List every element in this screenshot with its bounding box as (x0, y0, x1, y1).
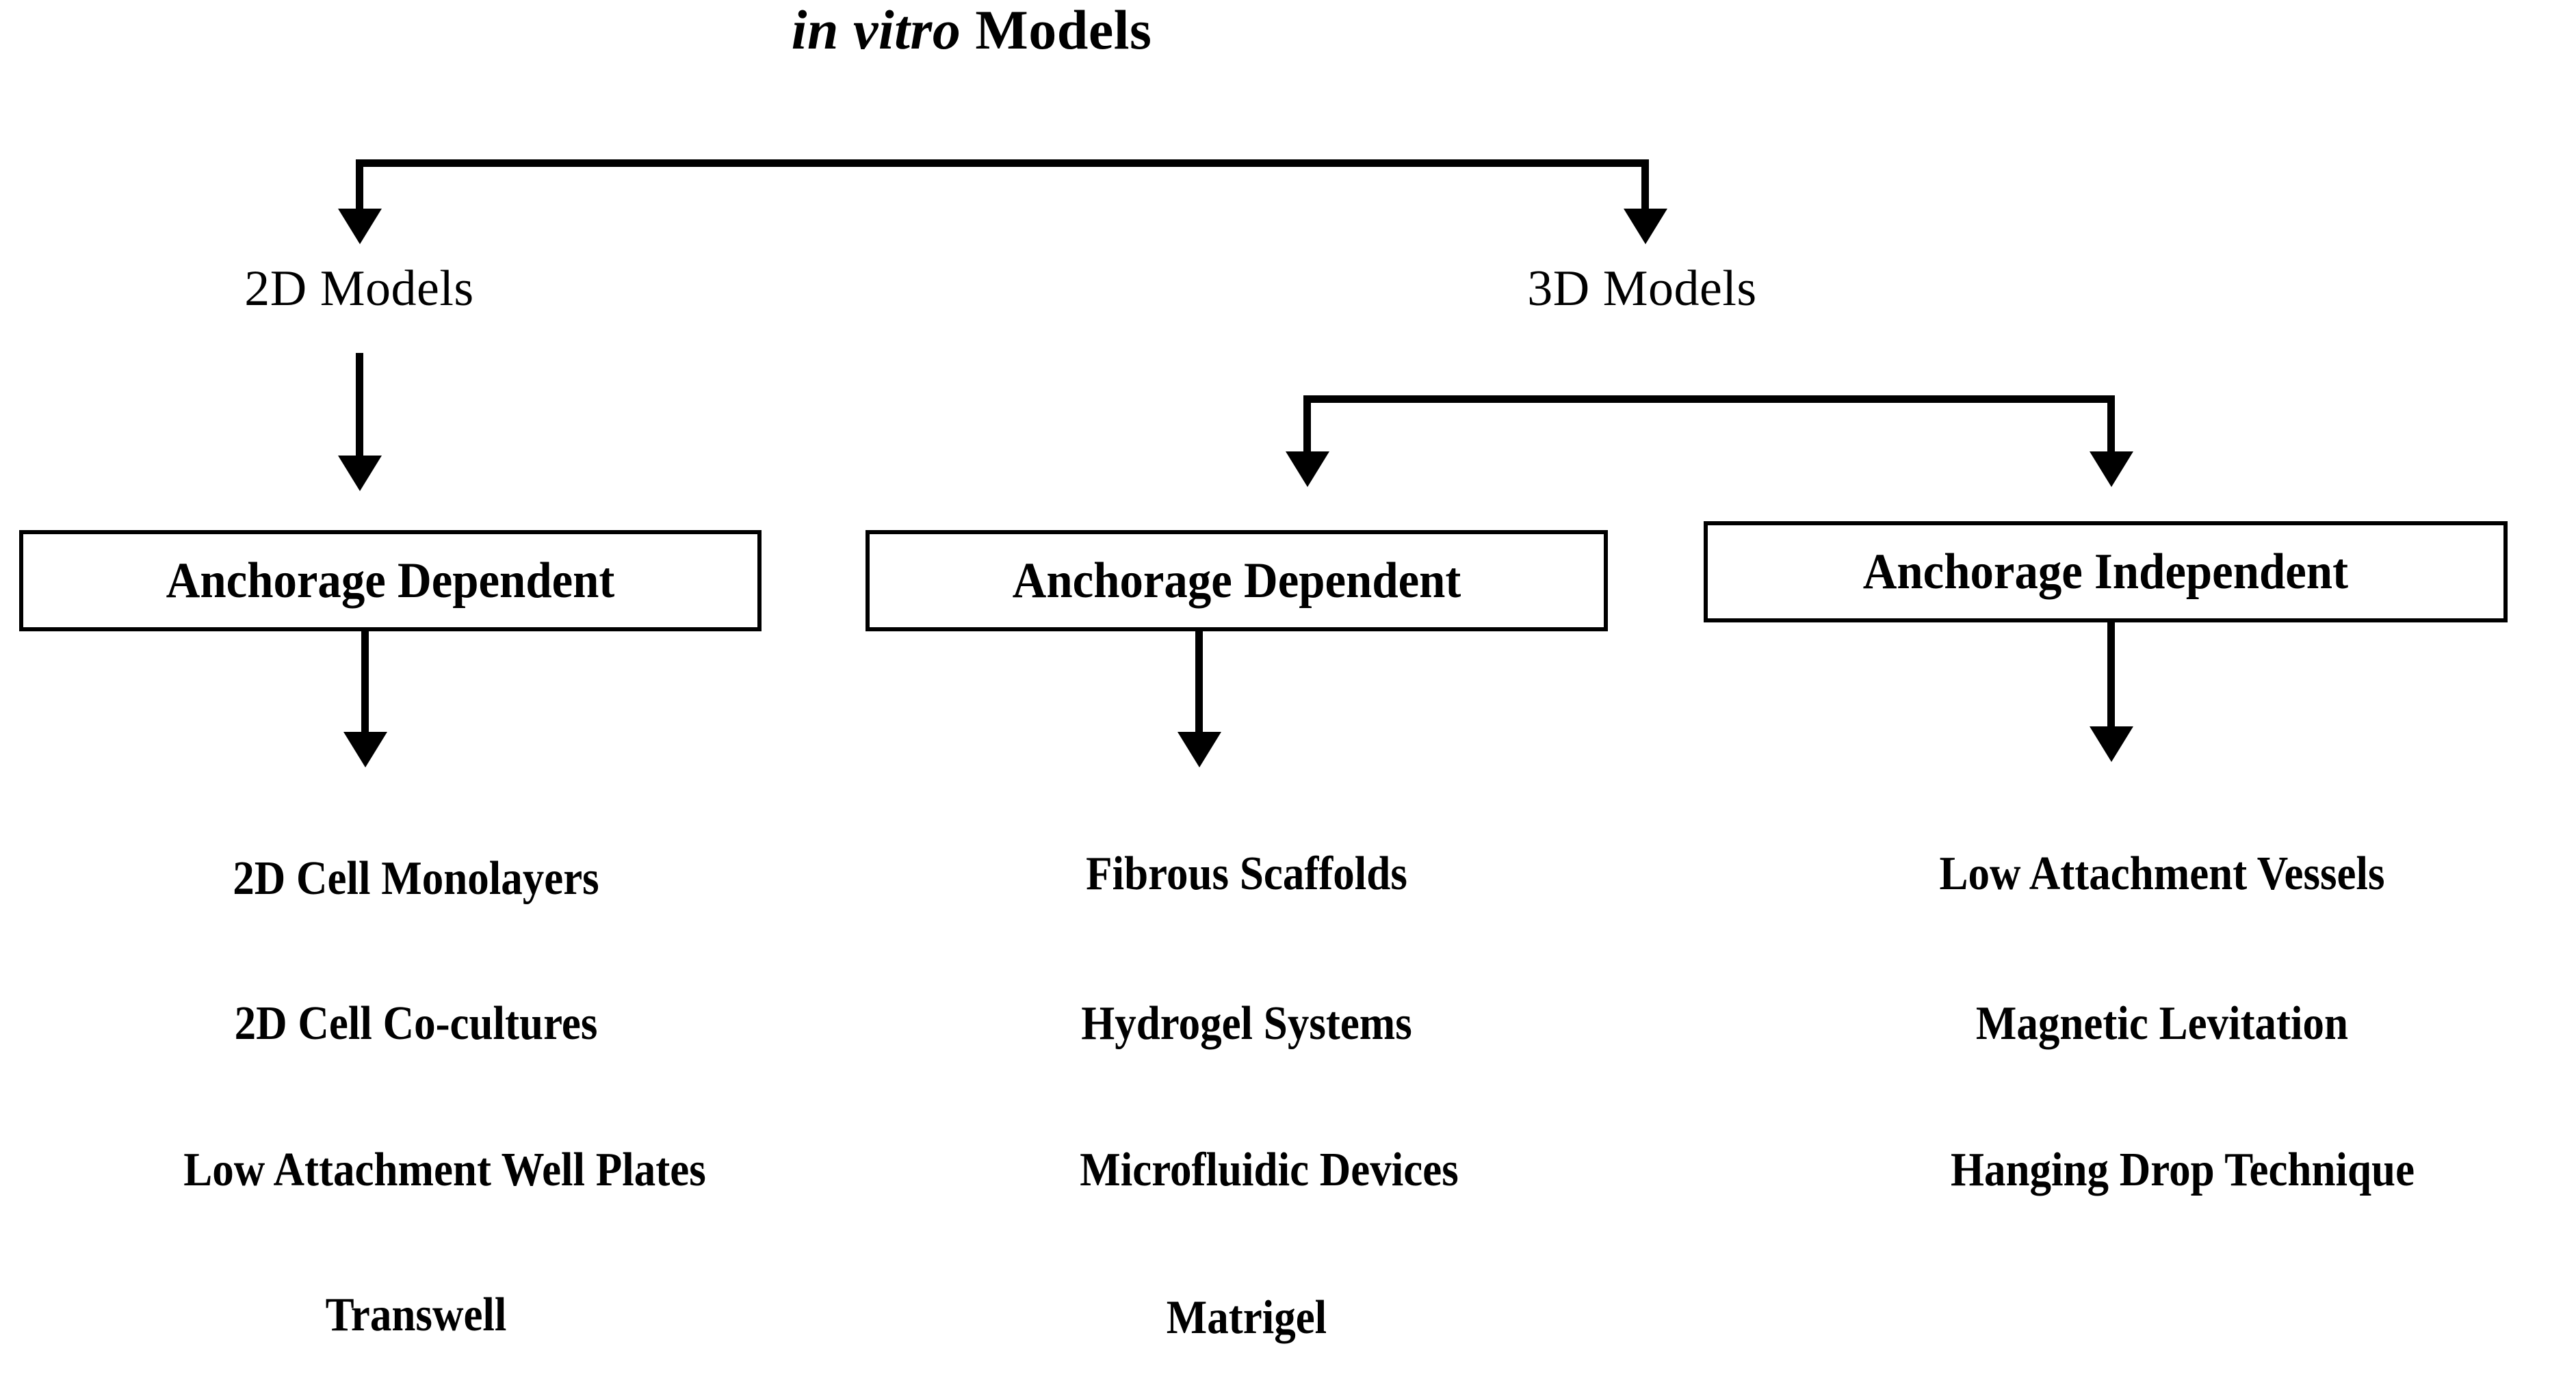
box-anchorage-dependent-2d[interactable]: Anchorage Dependent (19, 530, 762, 631)
leaf-item-microfluidic-devices: Microfluidic Devices (1080, 1144, 1459, 1196)
connector-root-to-2d-arrowhead (338, 209, 382, 244)
connector-box2-to-list-arrowhead (1178, 732, 1221, 767)
page-title-emphasis: in vitro (791, 0, 961, 61)
leaf-item-fibrous-scaffolds: Fibrous Scaffolds (1086, 847, 1407, 900)
leaf-item-transwell: Transwell (325, 1289, 507, 1341)
connector-2d-to-box1-stem (356, 353, 363, 461)
connector-root-horizontal-bar (356, 159, 1649, 167)
connector-3d-horizontal-bar (1303, 395, 2115, 403)
connector-root-to-3d-stem (1641, 159, 1649, 218)
leaf-item-hanging-drop-technique: Hanging Drop Technique (1950, 1144, 2415, 1196)
node-3d-models: 3D Models (1527, 263, 1756, 314)
connector-box2-to-list-stem (1195, 631, 1203, 737)
box-anchorage-dependent-3d-label: Anchorage Dependent (1012, 552, 1461, 609)
connector-box1-to-list-arrowhead (343, 732, 387, 767)
node-3d-models-label: 3D Models (1527, 261, 1757, 317)
connector-root-to-3d-arrowhead (1624, 209, 1667, 244)
leaf-item-hydrogel-systems: Hydrogel Systems (1081, 997, 1412, 1050)
connector-3d-to-box2-arrowhead (1286, 451, 1329, 487)
connector-2d-to-box1-arrowhead (338, 456, 382, 491)
leaf-item-magnetic-levitation: Magnetic Levitation (1975, 997, 2349, 1050)
leaf-item-low-attachment-vessels: Low Attachment Vessels (1939, 847, 2385, 900)
page-title-rest: Models (961, 0, 1152, 61)
leaf-item-2d-cell-co-cultures: 2D Cell Co-cultures (234, 997, 598, 1050)
page-title: in vitro Models (792, 2, 1152, 58)
leaf-item-2d-cell-monolayers: 2D Cell Monolayers (233, 852, 599, 905)
connector-box1-to-list-stem (361, 631, 369, 737)
connector-3d-to-box3-arrowhead (2090, 451, 2133, 487)
node-2d-models: 2D Models (244, 263, 473, 314)
connector-root-to-2d-stem (356, 159, 363, 218)
connector-3d-to-box2-stem (1303, 395, 1311, 457)
connector-box3-to-list-arrowhead (2090, 726, 2133, 762)
leaf-item-low-attachment-well-plates: Low Attachment Well Plates (183, 1144, 706, 1196)
connector-3d-to-box3-stem (2107, 395, 2115, 457)
box-anchorage-independent-3d[interactable]: Anchorage Independent (1704, 521, 2508, 622)
node-2d-models-label: 2D Models (244, 261, 474, 317)
box-anchorage-dependent-2d-label: Anchorage Dependent (166, 552, 615, 609)
leaf-item-matrigel: Matrigel (1166, 1291, 1327, 1344)
connector-box3-to-list-stem (2107, 622, 2115, 732)
box-anchorage-independent-3d-label: Anchorage Independent (1862, 543, 2349, 600)
box-anchorage-dependent-3d[interactable]: Anchorage Dependent (866, 530, 1608, 631)
